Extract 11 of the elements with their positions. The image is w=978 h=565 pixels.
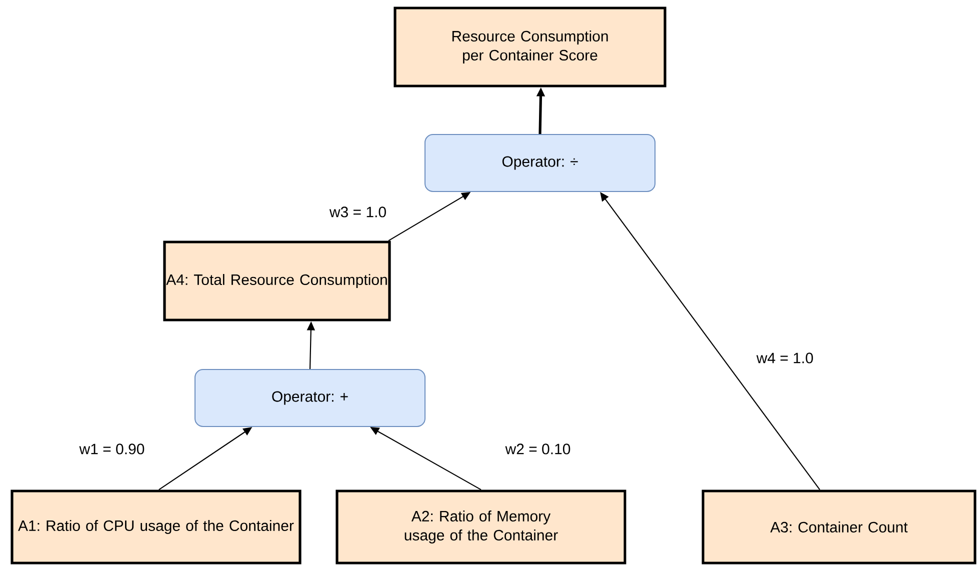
operator-box: Operator: + [194, 369, 426, 427]
attribute-box: A3: Container Count [702, 490, 976, 564]
attribute-box: Resource Consumption per Container Score [394, 6, 666, 88]
edge-label: w1 = 0.90 [77, 442, 147, 456]
edge-label: w4 = 1.0 [754, 350, 816, 366]
edge-label: w2 = 0.10 [503, 442, 573, 456]
attribute-box: A1: Ratio of CPU usage of the Container [10, 490, 302, 564]
attribute-box: A2: Ratio of Memory usage of the Container [336, 490, 626, 564]
attribute-box: A4: Total Resource Consumption [163, 240, 391, 322]
edge-label: w3 = 1.0 [327, 204, 389, 220]
operator-box: Operator: ÷ [424, 134, 656, 192]
